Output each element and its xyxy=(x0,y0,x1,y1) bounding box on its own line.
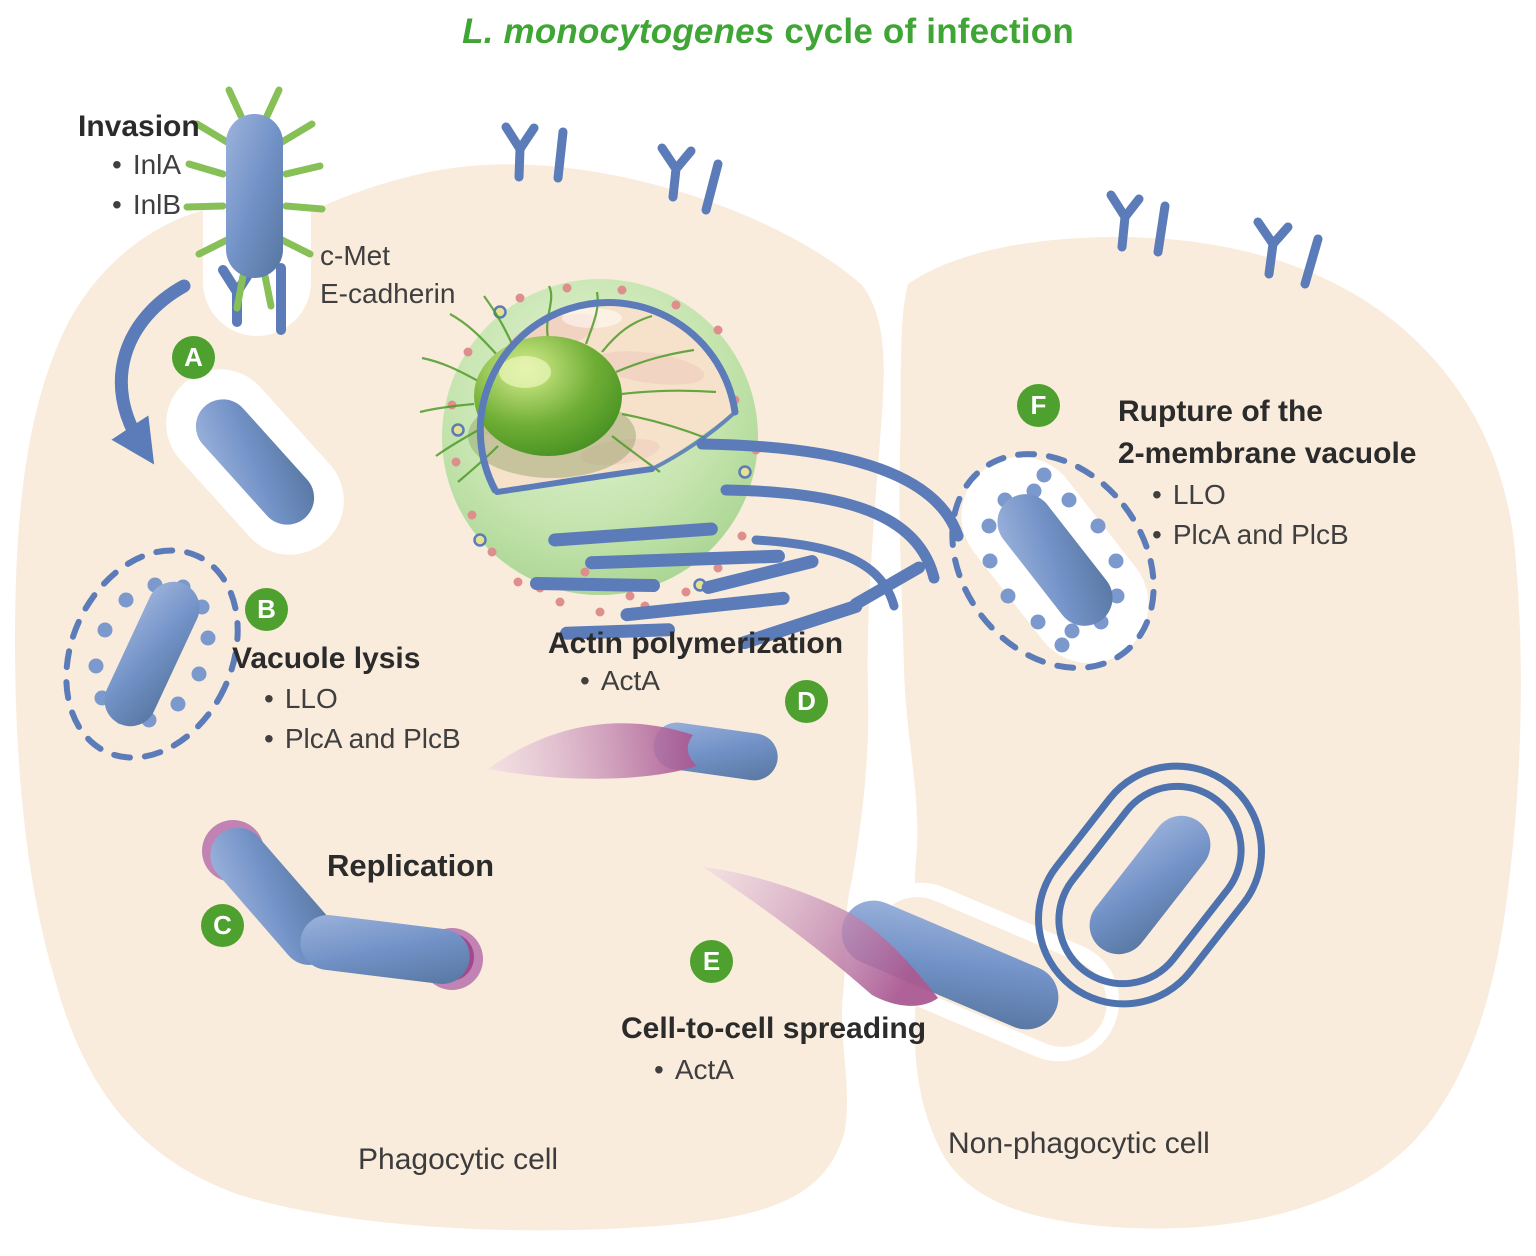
bullet-dot: • xyxy=(1152,479,1162,510)
cell-to-cell-heading: Cell-to-cell spreading xyxy=(621,1012,927,1045)
actin-bacterium-d xyxy=(488,722,778,781)
invasion-heading: Invasion xyxy=(78,110,200,143)
receptor-label-ecadherin: E-cadherin xyxy=(320,278,456,309)
er-swooshes xyxy=(696,438,964,611)
replication-heading: Replication xyxy=(327,848,495,883)
left-cell-receptors xyxy=(501,122,723,215)
right-cell-shape xyxy=(899,236,1521,1229)
step-badge-b: B xyxy=(245,588,288,631)
rupture-bullet-llo: •LLO xyxy=(1152,479,1226,510)
nucleolus xyxy=(474,336,622,456)
step-badge-d: D xyxy=(785,680,828,723)
step-badge-e: E xyxy=(690,940,733,983)
ribosome-dots xyxy=(447,283,761,617)
invasion-bullet-inlb: •InlB xyxy=(112,189,182,220)
pili xyxy=(183,86,326,312)
bacterium-a xyxy=(195,399,315,525)
entry-arrow xyxy=(111,279,191,465)
invading-bacterium xyxy=(183,86,326,312)
bullet-dot: • xyxy=(580,665,590,696)
rupture-heading-line1: Rupture of the xyxy=(1118,395,1323,428)
vacuole-a xyxy=(166,369,344,555)
bullet-dot: • xyxy=(112,189,122,220)
nuclear-envelope xyxy=(476,299,739,495)
bullet-dot: • xyxy=(264,723,274,754)
actin-polymerization-heading: Actin polymerization xyxy=(548,627,844,660)
bacterium-c2 xyxy=(300,914,470,985)
spreading-bacterium-e xyxy=(703,867,1120,1062)
actin-bullet-acta: •ActA xyxy=(580,665,660,696)
step-badge-a: A xyxy=(172,336,215,379)
comet-tail-d xyxy=(488,723,697,779)
chromatin-fibers xyxy=(419,285,717,483)
invasion-bullet-inla: •InlA xyxy=(112,149,182,180)
comet-tail-e xyxy=(703,867,938,1006)
vacuole-lysis-bullet-llo: •LLO xyxy=(264,683,338,714)
title-species-name: L. monocytogenes xyxy=(462,12,775,51)
step-badge-f: F xyxy=(1017,384,1060,427)
bullet-dot: • xyxy=(264,683,274,714)
receptor-label-cmet: c-Met xyxy=(320,240,390,271)
bullet-dot: • xyxy=(112,149,122,180)
bacterium-in-double-vacuole xyxy=(1089,815,1211,955)
replicating-bacteria xyxy=(202,820,483,990)
bullet-dot: • xyxy=(1152,519,1162,550)
cell-to-cell-bullet-acta: •ActA xyxy=(654,1054,734,1085)
bacterium-f xyxy=(997,494,1113,626)
nucleus-illustration xyxy=(419,279,964,650)
vacuole-b xyxy=(63,547,241,761)
rupture-heading-line2: 2-membrane vacuole xyxy=(1118,437,1417,470)
step-badge-c: C xyxy=(201,904,244,947)
phagocytic-cell-label: Phagocytic cell xyxy=(358,1143,559,1176)
right-cell-receptors xyxy=(1106,190,1323,289)
title-rest: cycle of infection xyxy=(774,12,1074,51)
diagram-title: L. monocytogenes cycle of infection xyxy=(0,12,1536,52)
double-membrane-vacuole xyxy=(1035,762,1265,1008)
nucleolus-highlight xyxy=(499,356,551,388)
rupture-bullet-plc: •PlcA and PlcB xyxy=(1152,519,1349,550)
bacterium-b xyxy=(104,581,200,727)
vacuole-lysis-heading: Vacuole lysis xyxy=(232,642,421,675)
vacuole-lysis-bullet-plc: •PlcA and PlcB xyxy=(264,723,461,754)
non-phagocytic-cell-label: Non-phagocytic cell xyxy=(948,1127,1210,1160)
bacterium-e xyxy=(841,900,1059,1030)
vacuole-f xyxy=(949,451,1157,671)
bullet-dot: • xyxy=(654,1054,664,1085)
